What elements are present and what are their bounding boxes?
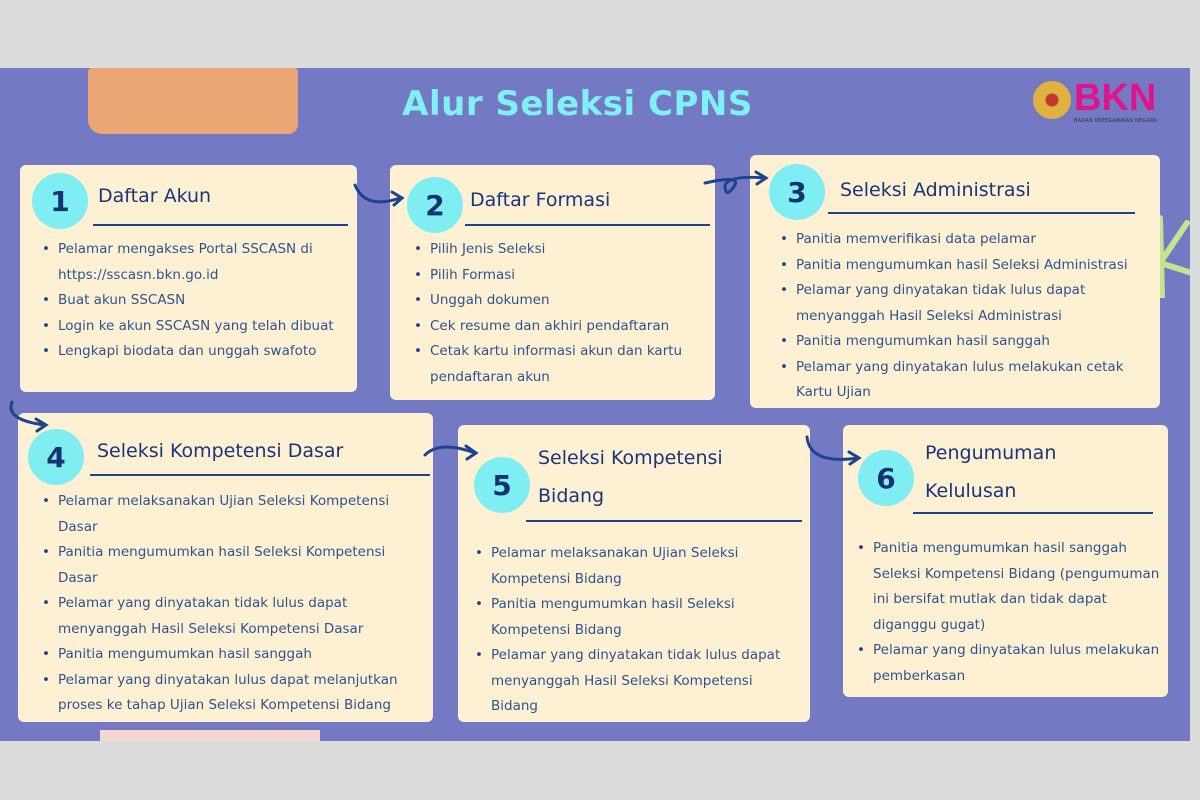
bkn-logo: BKN BADAN KEPEGAWAIAN NEGARA xyxy=(1030,78,1157,124)
list-item: Pelamar melaksanakan Ujian Seleksi Kompe… xyxy=(40,489,425,540)
decorative-peach-shape xyxy=(88,68,298,134)
step-card-5: 5 Seleksi Kompetensi Bidang Pelamar mela… xyxy=(458,425,810,722)
decorative-k-stroke xyxy=(1155,215,1190,298)
list-item: Panitia mengumumkan hasil Seleksi Admini… xyxy=(778,253,1158,279)
list-item: Pilih Formasi xyxy=(412,263,712,289)
arrow-4-to-5-icon xyxy=(423,444,479,461)
step-card-4: 4 Seleksi Kompetensi Dasar Pelamar melak… xyxy=(18,413,433,722)
list-item: Pelamar yang dinyatakan lulus dapat mela… xyxy=(40,668,425,719)
step-number: 3 xyxy=(769,164,825,220)
logo-text: BKN xyxy=(1074,77,1157,119)
list-item: Panitia mengumumkan hasil Seleksi Kompet… xyxy=(473,592,803,643)
list-item: Panitia memverifikasi data pelamar xyxy=(778,227,1158,253)
step-number: 1 xyxy=(32,173,88,229)
title-underline xyxy=(526,520,802,522)
step-items: Panitia memverifikasi data pelamar Panit… xyxy=(778,227,1158,406)
list-item: Cek resume dan akhiri pendaftaran xyxy=(412,314,712,340)
step-title: Seleksi Kompetensi Bidang xyxy=(538,447,723,507)
list-item: Unggah dokumen xyxy=(412,288,712,314)
list-item: Panitia mengumumkan hasil sanggah xyxy=(40,642,425,668)
arrow-3-to-4-icon xyxy=(9,400,49,433)
step-number: 2 xyxy=(407,177,463,233)
step-card-1: 1 Daftar Akun Pelamar mengakses Portal S… xyxy=(20,165,357,392)
step-card-6: 6 Pengumuman Kelulusan Panitia mengumumk… xyxy=(843,425,1168,697)
decorative-pink-shape xyxy=(100,730,320,741)
list-item: Pelamar yang dinyatakan tidak lulus dapa… xyxy=(473,643,803,720)
title-underline xyxy=(93,224,348,226)
step-number: 6 xyxy=(858,450,914,506)
step-title: Seleksi Kompetensi Dasar xyxy=(97,440,344,462)
arrow-1-to-2-icon xyxy=(353,183,405,207)
list-item: Panitia mengumumkan hasil Seleksi Kompet… xyxy=(40,540,425,591)
list-item: Pelamar yang dinyatakan lulus melakukan … xyxy=(855,638,1160,689)
list-item: Buat akun SSCASN xyxy=(40,288,350,314)
step-items: Pelamar mengakses Portal SSCASN di https… xyxy=(40,237,350,365)
step-items: Panitia mengumumkan hasil sanggah Seleks… xyxy=(855,536,1160,689)
list-item: Pelamar yang dinyatakan tidak lulus dapa… xyxy=(40,591,425,642)
step-title: Daftar Akun xyxy=(98,185,212,207)
page-title: Alur Seleksi CPNS xyxy=(402,84,753,124)
list-item: Login ke akun SSCASN yang telah dibuat xyxy=(40,314,350,340)
list-item: Panitia mengumumkan hasil sanggah Seleks… xyxy=(855,536,1160,638)
list-item: Pelamar mengakses Portal SSCASN di https… xyxy=(40,237,350,288)
step-number: 4 xyxy=(28,429,84,485)
list-item: Lengkapi biodata dan unggah swafoto xyxy=(40,339,350,365)
step-items: Pelamar melaksanakan Ujian Seleksi Kompe… xyxy=(40,489,425,719)
garuda-emblem-icon xyxy=(1030,78,1074,122)
title-underline xyxy=(913,512,1153,514)
list-item: Cetak kartu informasi akun dan kartu pen… xyxy=(412,339,712,390)
list-item: Pilih Jenis Seleksi xyxy=(412,237,712,263)
step-card-2: 2 Daftar Formasi Pilih Jenis Seleksi Pil… xyxy=(390,165,715,400)
list-item: Pelamar yang dinyatakan lulus melakukan … xyxy=(778,355,1158,406)
step-title: Daftar Formasi xyxy=(470,189,611,211)
list-item: Panitia mengumumkan hasil sanggah xyxy=(778,329,1158,355)
logo-subtitle: BADAN KEPEGAWAIAN NEGARA xyxy=(1074,118,1157,124)
list-item: Pelamar melaksanakan Ujian Seleksi Kompe… xyxy=(473,541,803,592)
title-underline xyxy=(465,224,710,226)
step-card-3: 3 Seleksi Administrasi Panitia memverifi… xyxy=(750,155,1160,408)
step-title: Pengumuman Kelulusan xyxy=(925,442,1057,502)
title-underline xyxy=(828,212,1135,214)
title-underline xyxy=(90,474,430,476)
arrow-2-to-3-icon xyxy=(703,170,769,194)
step-number: 5 xyxy=(474,457,530,513)
list-item: Pelamar yang dinyatakan tidak lulus dapa… xyxy=(778,278,1158,329)
step-items: Pelamar melaksanakan Ujian Seleksi Kompe… xyxy=(473,541,803,720)
step-title: Seleksi Administrasi xyxy=(840,179,1031,201)
arrow-5-to-6-icon xyxy=(805,435,862,466)
step-items: Pilih Jenis Seleksi Pilih Formasi Unggah… xyxy=(412,237,712,390)
